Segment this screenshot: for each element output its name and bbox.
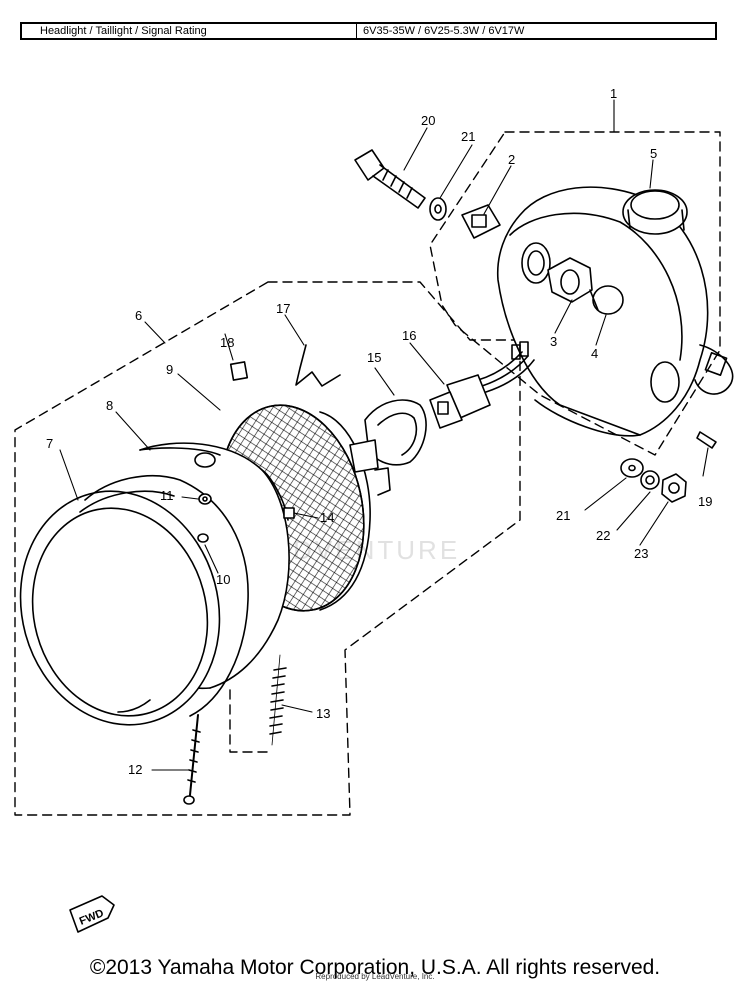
callout-1: 1 [610,86,617,101]
callout-13: 13 [316,706,330,721]
reproduced-by-note: Reproduced by LeadVenture, Inc. [315,972,435,981]
grommet-part-5 [622,189,688,235]
callout-14: 14 [320,510,334,525]
callout-16: 16 [402,328,416,343]
callout-22: 22 [596,528,610,543]
damper-part-2 [461,204,501,239]
housing-assembly-boundary [429,131,721,456]
adjusting-screw-part-12 [183,714,201,805]
callout-15: 15 [367,350,381,365]
boot-part-15 [364,399,427,466]
callout-11: 11 [160,488,174,503]
lock-washer-part-22 [640,470,660,490]
callout-8: 8 [106,398,113,413]
callout-23: 23 [634,546,648,561]
socket-part-3 [547,257,593,303]
spec-table: Headlight / Taillight / Signal Rating 6V… [20,22,717,40]
spec-value: 6V35-35W / 6V25-5.3W / 6V17W [363,25,525,37]
spring-clip-part-17 [295,344,341,387]
callout-21-lower: 21 [556,508,570,523]
leader-lines [59,99,709,771]
cap-part-4 [589,285,624,315]
adjuster-bracket-boundary [229,689,273,753]
callout-10: 10 [216,572,230,587]
group-boundaries [14,131,721,816]
washer-part-11 [198,493,212,505]
callout-3: 3 [550,334,557,349]
mounting-bolt-part-20 [354,149,426,209]
callout-19: 19 [698,494,712,509]
nut-part-14 [283,507,295,519]
callout-20: 20 [421,113,435,128]
washer-part-21-lower [620,458,644,478]
screw-part-19 [696,431,717,449]
callout-4: 4 [591,346,598,361]
headlight-rim-part-7 [19,474,249,726]
spring-part-13 [269,654,287,746]
copyright-notice: ©2013 Yamaha Motor Corporation, U.S.A. A… [89,956,661,979]
forward-arrow-icon: FWD [69,895,115,933]
callout-labels: 1 2 3 4 5 6 7 8 9 10 11 12 13 14 15 16 1… [46,86,712,777]
callout-2: 2 [508,152,515,167]
connector-part-16 [429,374,491,429]
nut-part-23 [661,473,687,503]
callout-21-upper: 21 [461,129,475,144]
washer-part-21-upper [429,197,447,221]
callout-18: 18 [220,335,234,350]
spec-label: Headlight / Taillight / Signal Rating [22,24,357,38]
callout-12: 12 [128,762,142,777]
headlight-unit-boundary [14,281,521,816]
screw-part-10 [197,533,209,543]
callout-17: 17 [276,301,290,316]
callout-9: 9 [166,362,173,377]
callout-7: 7 [46,436,53,451]
wiring-harness [477,341,535,393]
clip-part-18 [229,361,249,381]
callout-6: 6 [135,308,142,323]
callout-5: 5 [650,146,657,161]
